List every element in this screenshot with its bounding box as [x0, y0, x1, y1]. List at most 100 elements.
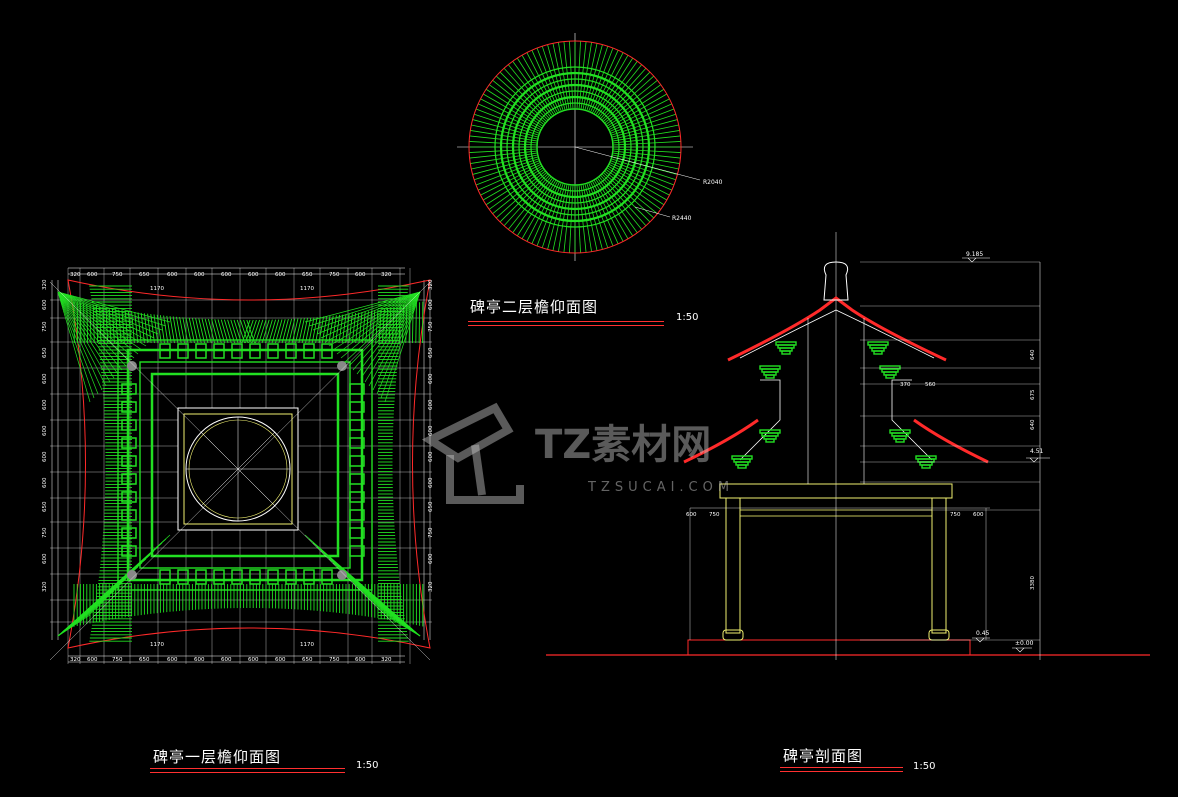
lower-bracket: [231, 569, 243, 585]
lower-dim-left: 750: [42, 321, 48, 332]
section-dim-right-1: 675: [1030, 389, 1036, 400]
lower-rafter-top: [248, 319, 257, 344]
lower-column: [337, 570, 347, 580]
lower-rafter-top: [131, 311, 135, 344]
lower-eave-plan-drawing: [49, 267, 432, 664]
lower-rafter-top: [169, 316, 175, 344]
radius-label-inner: R2040: [703, 179, 723, 186]
lower-rafter-top: [281, 318, 289, 344]
lower-bracket: [121, 545, 137, 557]
upper-rafter: [531, 50, 560, 113]
upper-eave-title-underline: [468, 321, 664, 322]
lower-dim-left: 600: [42, 299, 48, 310]
upper-rafter: [478, 162, 541, 191]
upper-ring: [494, 66, 656, 228]
lower-dim-top: 600: [221, 272, 232, 278]
section-bracket: [737, 464, 747, 469]
lower-dim-right: 600: [428, 553, 434, 564]
lower-dim-top: 750: [112, 272, 123, 278]
section-scale: 1:50: [913, 761, 936, 772]
elevation-ground: ±0.00: [1015, 640, 1034, 647]
section-beam: [719, 483, 953, 499]
lower-rafter-top: [271, 319, 280, 344]
lower-rafter-top: [341, 314, 347, 344]
section-column: [725, 497, 741, 634]
lower-dim-right: 600: [428, 373, 434, 384]
lower-rafter-top: [275, 319, 283, 344]
upper-ring: [511, 83, 639, 211]
lower-rafter-top: [251, 319, 261, 344]
watermark-logo-icon: [421, 402, 524, 504]
lower-corner-rafter: [340, 291, 421, 359]
lower-dim-top: 600: [275, 272, 286, 278]
lower-rafter-top: [295, 318, 302, 344]
lower-dim-right: 650: [428, 347, 434, 358]
lower-rafter-top: [198, 318, 206, 344]
lower-bracket: [349, 509, 365, 521]
section-title-underline: [780, 767, 903, 768]
lower-rafter-top: [355, 312, 360, 344]
lower-bracket: [285, 343, 297, 359]
section-tie-beam: [739, 509, 933, 517]
upper-ring: [499, 71, 651, 223]
lower-dim-bottom: 600: [194, 657, 205, 663]
lower-corner-rafter: [57, 291, 167, 327]
section-elev-marker: [972, 637, 990, 643]
lower-dim-top: 750: [329, 272, 340, 278]
lower-bracket: [213, 569, 225, 585]
lower-rafter-top: [305, 317, 312, 344]
lower-corner-rafter: [376, 291, 421, 395]
lower-dim-right: 600: [428, 451, 434, 462]
upper-rafter: [609, 103, 672, 132]
lower-dim-top: 320: [381, 272, 392, 278]
section-dim-right-3: 3380: [1030, 576, 1036, 590]
section-dim-bottom-0: 600: [686, 512, 697, 518]
lower-bracket: [349, 419, 365, 431]
radius-label-outer: R2440: [672, 215, 692, 222]
lower-bracket: [177, 343, 189, 359]
lower-dim-bottom: 320: [381, 657, 392, 663]
lower-dim-right: 750: [428, 321, 434, 332]
lower-beam-ring: [126, 348, 364, 582]
lower-rafter-top: [211, 319, 219, 344]
lower-corner-rafter: [57, 291, 123, 371]
lower-bracket: [303, 343, 315, 359]
lower-rafter-top: [188, 317, 195, 344]
lower-bracket: [249, 569, 261, 585]
lower-rafter-top: [227, 319, 236, 344]
lower-bracket: [321, 569, 333, 585]
upper-rafter: [609, 162, 672, 191]
lower-column: [337, 361, 347, 371]
lower-rafter-top: [179, 316, 185, 344]
lower-bracket: [195, 569, 207, 585]
lower-bracket: [349, 383, 365, 395]
lower-corner-rafter: [308, 291, 421, 327]
lower-rafter-top: [182, 317, 189, 344]
lower-rafter-top: [220, 319, 229, 344]
lower-rafter-top: [185, 317, 192, 344]
section-finial: [823, 261, 849, 301]
lower-dim-right: 650: [428, 501, 434, 512]
lower-corner-rafter: [328, 291, 421, 347]
lower-bracket: [349, 437, 365, 449]
lower-corner-rafter: [57, 291, 115, 379]
lower-dim-bottom: 650: [302, 657, 313, 663]
lower-corner-rafter: [324, 291, 421, 343]
lower-rafter-top: [361, 311, 366, 344]
upper-eave-scale: 1:50: [676, 312, 699, 323]
lower-rafter-top: [291, 318, 299, 344]
upper-outer-ring: [468, 40, 682, 254]
section-frame-right: [891, 379, 933, 461]
lower-dim-right: 600: [428, 425, 434, 436]
lower-corner-rafter: [57, 291, 139, 355]
lower-corner-rafter: [57, 291, 131, 363]
section-dim-right-0: 640: [1030, 349, 1036, 360]
section-title: 碑亭剖面图: [783, 747, 864, 765]
lower-bracket: [267, 569, 279, 585]
lower-dim-left: 600: [42, 477, 48, 488]
section-dim-bottom-2: 750: [950, 512, 961, 518]
lower-dim-bottom: 320: [70, 657, 81, 663]
lower-corner-rafter: [320, 291, 421, 339]
upper-ring: [506, 78, 644, 216]
lower-rafter-top: [134, 311, 139, 344]
